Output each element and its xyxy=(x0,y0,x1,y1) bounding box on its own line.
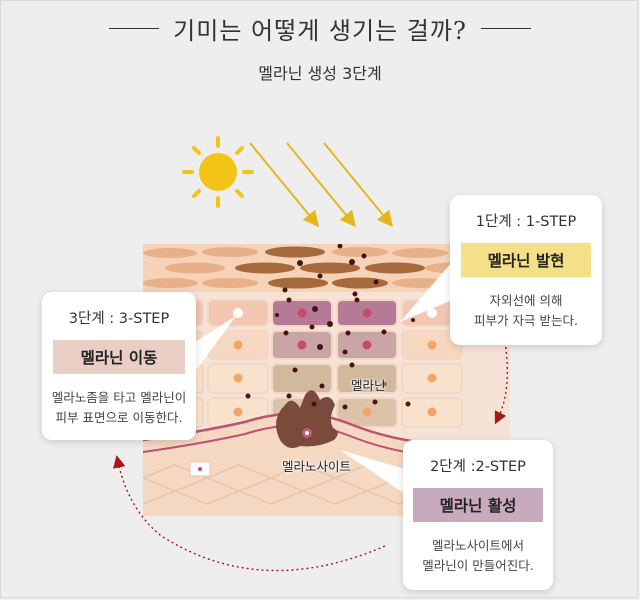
step2-tag: 멜라닌 활성 xyxy=(413,488,543,522)
step1-description-line1: 자외선에 의해 xyxy=(489,293,563,308)
cycle-arrow-icon xyxy=(113,341,509,572)
uv-ray-arrow-icon xyxy=(249,142,394,228)
callout-pointers xyxy=(195,262,452,496)
step1-heading: 1단계 : 1-STEP xyxy=(475,214,577,230)
step3-description: 멜라노좀을 타고 멜라닌이 피부 표면으로 이동한다. xyxy=(42,388,196,428)
title-divider-right xyxy=(480,27,531,29)
step1-tag: 멜라닌 발현 xyxy=(461,243,591,277)
melanocyte-label: 멜라노사이트 xyxy=(282,459,352,474)
step1-description: 자외선에 의해 피부가 자극 받는다. xyxy=(450,291,602,331)
page-subtitle: 멜라닌 생성 3단계 xyxy=(258,64,382,83)
step3-heading: 3단계 : 3-STEP xyxy=(68,311,170,327)
melanocyte-cell xyxy=(276,390,338,448)
step2-description: 멜라노사이트에서 멜라닌이 만들어진다. xyxy=(403,536,553,576)
step2-description-line2: 멜라닌이 만들어진다. xyxy=(422,558,534,573)
step3-tag: 멜라닌 이동 xyxy=(53,340,185,374)
title-row: 기미는 어떻게 생기는 걸까? xyxy=(0,8,640,48)
step2-card: 2단계 :2-STEP 멜라닌 활성 멜라노사이트에서 멜라닌이 만들어진다. xyxy=(403,440,553,590)
step2-heading: 2단계 :2-STEP xyxy=(430,459,526,475)
step3-description-line1: 멜라노좀을 타고 멜라닌이 xyxy=(51,390,187,405)
melanin-label: 멜라닌 xyxy=(351,378,386,393)
page-title: 기미는 어떻게 생기는 걸까? xyxy=(173,16,467,45)
step3-description-line2: 피부 표면으로 이동한다. xyxy=(55,410,183,425)
step1-card: 1단계 : 1-STEP 멜라닌 발현 자외선에 의해 피부가 자극 받는다. xyxy=(450,195,602,345)
step3-card: 3단계 : 3-STEP 멜라닌 이동 멜라노좀을 타고 멜라닌이 피부 표면으… xyxy=(42,292,196,440)
sun-icon xyxy=(182,136,254,208)
step1-description-line2: 피부가 자극 받는다. xyxy=(474,313,578,328)
title-divider-left xyxy=(109,27,160,29)
step2-description-line1: 멜라노사이트에서 xyxy=(431,538,524,553)
